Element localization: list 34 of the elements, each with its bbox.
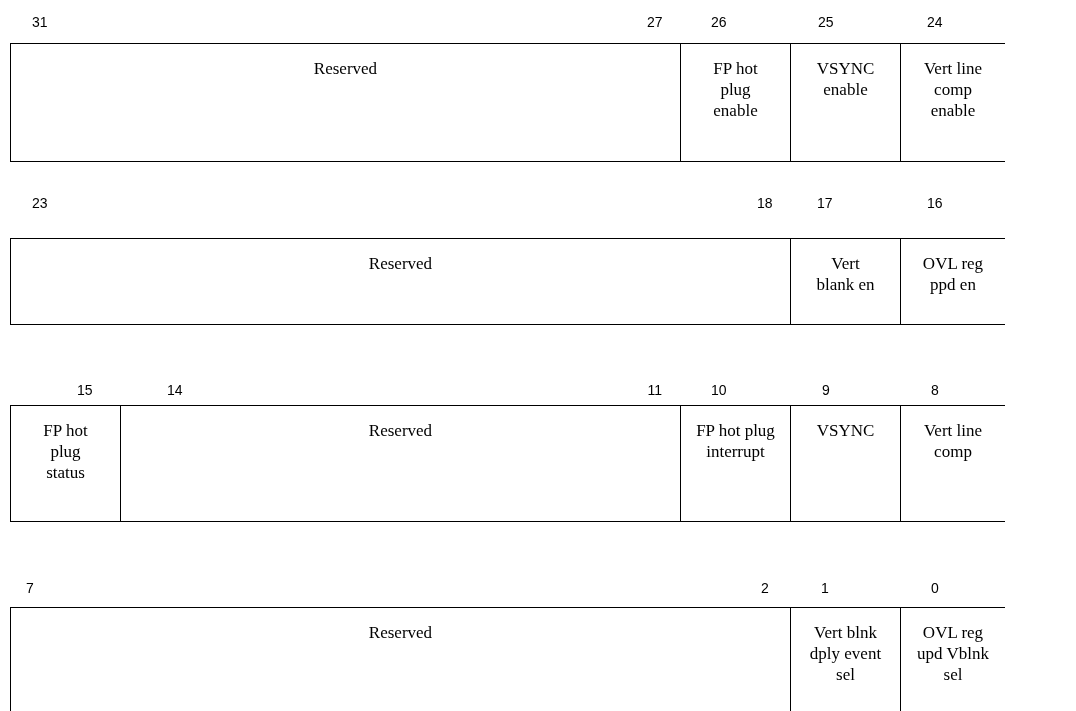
bit-number: 9 — [822, 382, 830, 398]
bit-field-label: VSYNC enable — [815, 58, 876, 100]
bit-field-label: Reserved — [368, 253, 433, 274]
bit-field-label: FP hot plug status — [42, 420, 89, 483]
bit-field-label: Vert line comp — [922, 420, 984, 462]
bit-field-label: FP hot plug enable — [712, 58, 759, 121]
bit-number: 18 — [757, 195, 773, 211]
bit-number: 23 — [32, 195, 48, 211]
bit-number: 8 — [931, 382, 939, 398]
bit-number: 27 — [647, 14, 663, 30]
bit-number: 24 — [927, 14, 943, 30]
bit-number: 10 — [711, 382, 727, 398]
bit-field-label: VSYNC — [815, 420, 876, 441]
bit-number: 25 — [818, 14, 834, 30]
bit-number: 26 — [711, 14, 727, 30]
bit-number: 31 — [32, 14, 48, 30]
bit-number: 7 — [26, 580, 34, 596]
bit-field-label: Reserved — [313, 58, 378, 79]
bit-number: 14 — [167, 382, 183, 398]
bit-field-label: Vert blnk dply event sel — [808, 622, 883, 685]
bit-field-label: OVL reg upd Vblnk sel — [916, 622, 990, 685]
bit-number: 15 — [77, 382, 93, 398]
bit-field-label: Reserved — [368, 622, 433, 643]
bit-field-label: Vert line comp enable — [922, 58, 984, 121]
bit-field-label: OVL reg ppd en — [921, 253, 985, 295]
bit-field-label: Reserved — [368, 420, 433, 441]
bit-field-label: FP hot plug interrupt — [695, 420, 776, 462]
bit-number: 2 — [761, 580, 769, 596]
bit-number: 16 — [927, 195, 943, 211]
bit-number: 1 — [821, 580, 829, 596]
bit-number: 17 — [817, 195, 833, 211]
bit-field-label: Vert blank en — [815, 253, 876, 295]
bit-number: 0 — [931, 580, 939, 596]
bit-number: 11 — [647, 382, 663, 398]
